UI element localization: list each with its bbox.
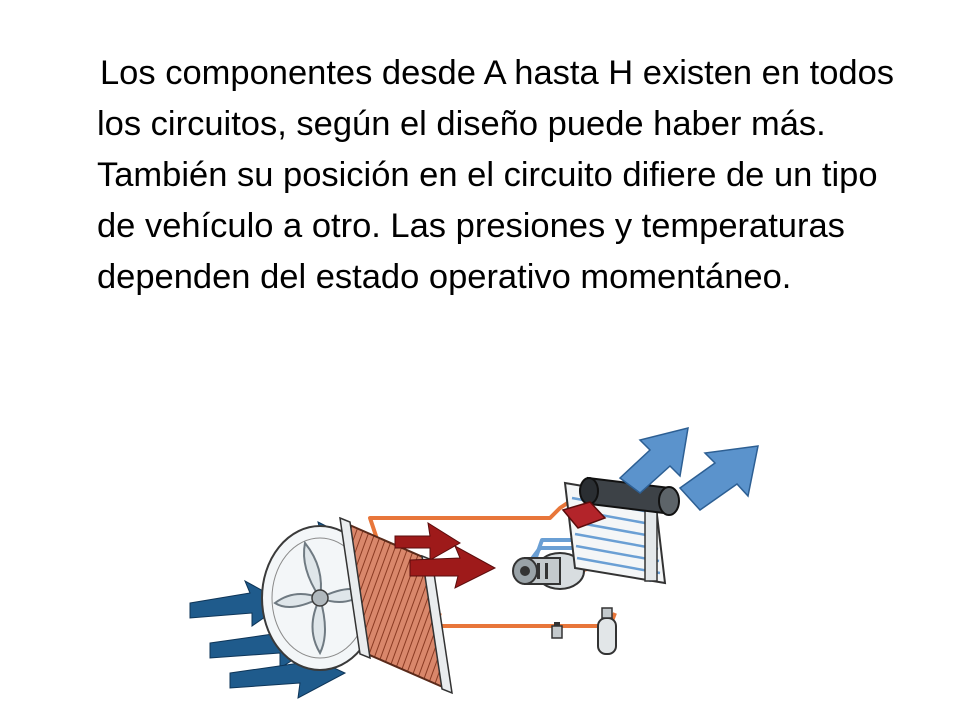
cooled-air-arrows — [618, 426, 759, 511]
receiver-drier — [597, 607, 617, 655]
blower-motor — [579, 476, 680, 516]
ac-circuit-diagram — [189, 426, 759, 699]
expansion-valve — [551, 622, 563, 639]
heater-flap — [561, 501, 607, 529]
hot-air-arrows — [394, 521, 497, 589]
compressor — [512, 552, 585, 590]
slide-body-text: Los componentes desde A hasta H existen … — [97, 54, 895, 296]
